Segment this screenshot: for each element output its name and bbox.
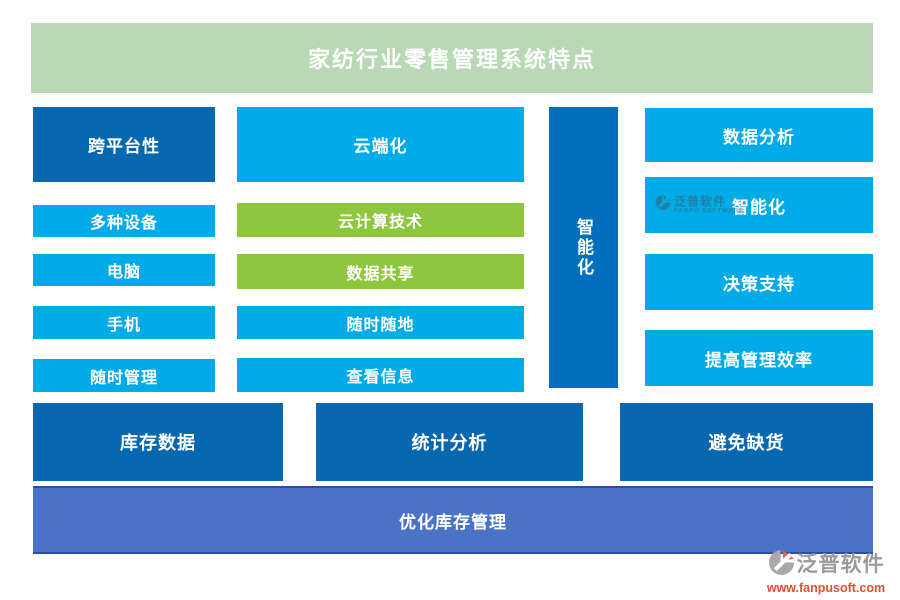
feature-box-anytime-anywhere: 随时随地 <box>237 306 524 339</box>
feature-box-anytime-management: 随时管理 <box>33 359 215 392</box>
feature-box-cloud: 云端化 <box>237 107 524 182</box>
feature-box-mobile: 手机 <box>33 306 215 339</box>
watermark: 泛普软件 FANPU SOFTWARE <box>655 195 744 216</box>
feature-box-efficiency: 提高管理效率 <box>645 330 873 386</box>
feature-box-statistical-analysis: 统计分析 <box>316 403 583 481</box>
feature-box-view-info: 查看信息 <box>237 358 524 392</box>
feature-box-multi-device: 多种设备 <box>33 205 215 237</box>
feature-box-data-sharing: 数据共享 <box>237 254 524 289</box>
brand-website: www.fanpusoft.com <box>766 581 886 595</box>
title-banner: 家纺行业零售管理系统特点 <box>31 23 873 93</box>
feature-box-avoid-stockout: 避免缺货 <box>620 403 873 481</box>
feature-box-computer: 电脑 <box>33 254 215 286</box>
brand-name: 泛普软件 <box>796 553 885 576</box>
feature-box-decision-support: 决策支持 <box>645 254 873 310</box>
fanpu-logo-icon <box>768 549 795 580</box>
feature-box-data-analysis: 数据分析 <box>645 108 873 162</box>
feature-box-inventory-data: 库存数据 <box>33 403 283 481</box>
brand-logo: 泛普软件 www.fanpusoft.com <box>758 549 894 595</box>
watermark-logo-icon <box>655 195 671 216</box>
feature-box-optimize-inventory: 优化库存管理 <box>33 486 873 554</box>
feature-box-intelligent: 泛普软件 FANPU SOFTWARE 智能化 <box>645 177 873 233</box>
feature-box-intelligence-spine: 智能化 <box>549 107 618 388</box>
feature-box-cloud-computing: 云计算技术 <box>237 203 524 237</box>
feature-box-intelligent-label: 智能化 <box>732 197 786 217</box>
feature-box-cross-platform: 跨平台性 <box>33 107 215 182</box>
